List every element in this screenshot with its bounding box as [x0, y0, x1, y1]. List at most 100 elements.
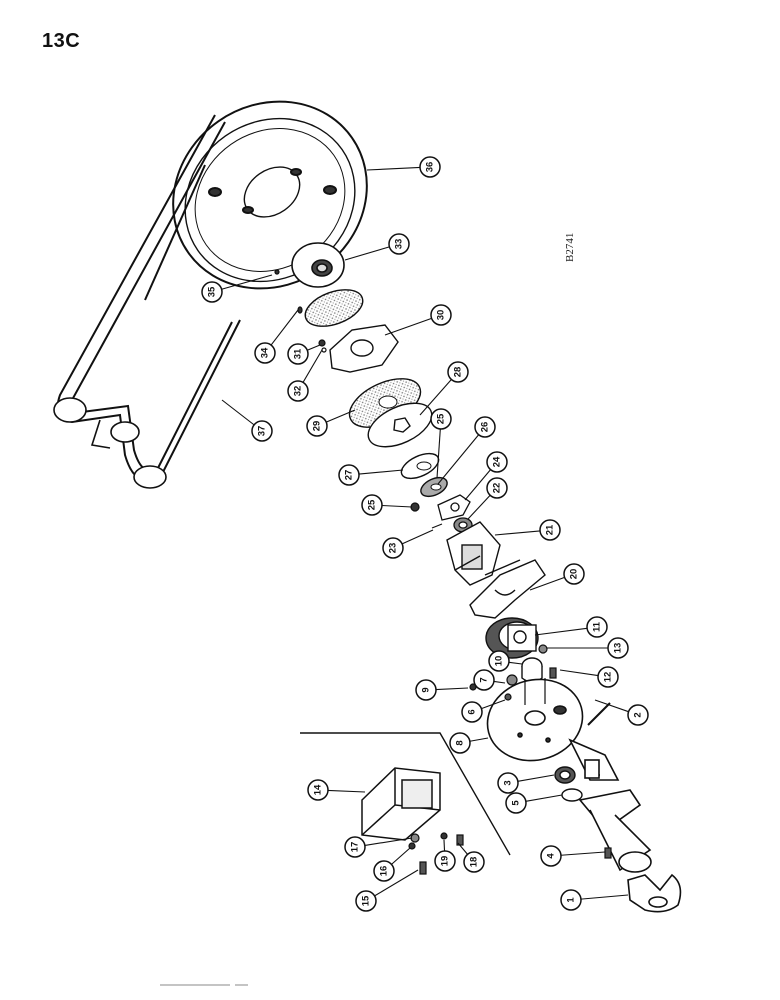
callout-30: 30 [384, 304, 452, 336]
pulley-hub [291, 242, 345, 288]
callout-circle [251, 420, 273, 442]
pressure-plate [367, 402, 433, 448]
hex-plate [329, 324, 399, 373]
callout-leader [580, 894, 629, 900]
callout-37: 37 [221, 399, 273, 442]
callout-11: 11 [534, 616, 608, 638]
callout-number: 17 [350, 842, 361, 853]
callout-circle [382, 537, 404, 559]
callout-circle [430, 408, 452, 430]
callout-33: 33 [344, 233, 410, 261]
callout-circle [497, 772, 519, 794]
callout-number: 3 [503, 780, 514, 785]
callout-35: 35 [201, 274, 273, 303]
callout-leader [384, 317, 432, 336]
callout-circle [287, 343, 309, 365]
callout-circle [463, 851, 485, 873]
callout-number: 14 [313, 784, 324, 795]
callout-circle [607, 637, 629, 659]
hub-collar [521, 657, 543, 683]
callout-14: 14 [307, 779, 366, 801]
drawing-number: B2741 [564, 233, 576, 262]
callout-number: 24 [492, 456, 503, 467]
callout-7: 7 [473, 669, 506, 691]
callout-leader [443, 839, 446, 852]
callout-leader [560, 851, 606, 856]
callout-leader [481, 699, 506, 710]
callout-circle [461, 701, 483, 723]
callout-circle [361, 494, 383, 516]
callout-leader [419, 379, 452, 416]
callout-circle [586, 616, 608, 638]
callout-leader [517, 774, 555, 782]
callout-20: 20 [529, 563, 585, 591]
callout-number: 12 [603, 672, 614, 683]
callout-leader [529, 576, 565, 591]
callout-leader [469, 737, 489, 742]
callout-leader [307, 344, 321, 351]
callout-leader [401, 529, 434, 545]
inset-divider [300, 732, 511, 856]
callout-9: 9 [415, 679, 469, 701]
callout-1: 1 [560, 889, 629, 911]
callout-circle [473, 669, 495, 691]
callout-circle [563, 563, 585, 585]
callout-leader [374, 869, 419, 897]
callout-circle [540, 845, 562, 867]
callout-number: 32 [293, 386, 304, 397]
callout-number: 7 [479, 677, 490, 682]
callout-24: 24 [464, 451, 508, 501]
bearing-flange [437, 494, 471, 521]
callout-leader [326, 409, 356, 423]
callout-number: 16 [379, 866, 390, 877]
callout-number: 13 [613, 643, 624, 654]
callout-number: 25 [367, 499, 378, 510]
callout-number: 20 [569, 569, 580, 580]
callout-leader [457, 842, 468, 855]
callout-number: 2 [633, 712, 644, 717]
mounting-bracket [446, 521, 501, 586]
callout-4: 4 [540, 845, 606, 867]
callout-10: 10 [488, 650, 523, 672]
callout-leader [508, 661, 523, 665]
callout-18: 18 [457, 842, 485, 873]
callout-circle [388, 233, 410, 255]
callout-leader [467, 494, 491, 520]
callout-23: 23 [382, 529, 434, 559]
pulley [172, 100, 368, 290]
callout-16: 16 [373, 847, 411, 882]
callout-leader [344, 246, 390, 261]
callout-number: 6 [467, 709, 478, 714]
callout-number: 1 [566, 897, 577, 903]
callout-leader [366, 166, 421, 171]
callout-number: 29 [312, 421, 323, 432]
callout-circle [254, 342, 276, 364]
callout-number: 28 [453, 367, 464, 378]
callout-32: 32 [287, 349, 323, 402]
callout-leader [464, 469, 491, 501]
callout-leader [437, 434, 480, 485]
callout-leader [327, 789, 366, 793]
callout-circle [201, 281, 223, 303]
callout-circle [419, 156, 441, 178]
callout-34: 34 [254, 309, 299, 364]
callout-number: 22 [492, 483, 503, 494]
fasteners [274, 269, 612, 875]
callout-circle [338, 464, 360, 486]
callouts: 1234567891011121314151617181920212223242… [201, 156, 649, 912]
callout-5: 5 [505, 792, 563, 814]
callout-circle [486, 477, 508, 499]
callout-number: 5 [511, 800, 522, 806]
callout-13: 13 [547, 637, 629, 659]
callout-number: 30 [436, 310, 447, 321]
callout-circle [627, 704, 649, 726]
callout-number: 26 [480, 422, 491, 433]
callout-number: 27 [344, 470, 355, 481]
callout-leader [493, 680, 506, 684]
callout-circle [488, 650, 510, 672]
callout-number: 10 [494, 656, 505, 667]
callout-circle [449, 732, 471, 754]
roller [554, 766, 576, 784]
callout-circle [505, 792, 527, 814]
